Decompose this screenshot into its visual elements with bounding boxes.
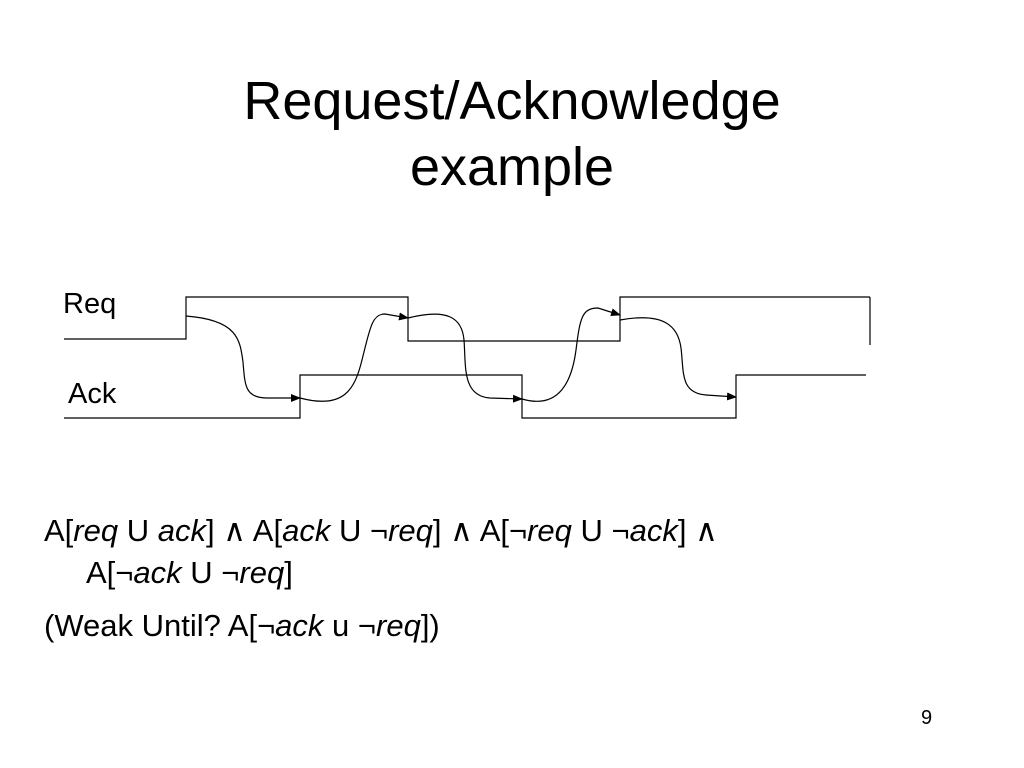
formula-variable: req xyxy=(388,513,433,548)
formula-text: U ¬ xyxy=(330,513,389,548)
formula-text: ]) xyxy=(420,608,440,643)
req-signal-label: Req xyxy=(63,288,116,320)
formula-line-2: A[¬ack U ¬req] xyxy=(44,552,974,594)
req-rise-to-ack-rise-arrow-2 xyxy=(619,317,737,401)
formula-text: U ¬ xyxy=(181,555,240,590)
ack-signal-label: Ack xyxy=(68,378,117,410)
formula-variable: req xyxy=(527,513,572,548)
title-line-2: example xyxy=(409,137,615,197)
formula-variable: req xyxy=(376,608,421,643)
page-number: 9 xyxy=(921,707,933,729)
formula-text: A[¬ xyxy=(86,555,134,590)
formula-variable: req xyxy=(239,555,285,590)
formula-text: ] ∧ A[¬ xyxy=(432,513,528,548)
formula-variable: ack xyxy=(133,555,182,590)
formula-text: U ¬ xyxy=(571,513,630,548)
formula-variable: ack xyxy=(629,513,678,548)
slide-title: Request/Acknowledge example xyxy=(0,68,1024,200)
formula-text: A[ xyxy=(44,513,74,548)
formula-text: u ¬ xyxy=(323,608,376,643)
formula-line-1: A[req U ack] ∧ A[ack U ¬req] ∧ A[¬req U … xyxy=(44,510,974,552)
formula-text: (Weak Until? A[¬ xyxy=(44,608,276,643)
req-rise-to-ack-rise-arrow xyxy=(185,315,301,402)
formula-variable: ack xyxy=(282,513,331,548)
formula-variable: ack xyxy=(157,513,206,548)
ack-fall-to-req-rise-arrow xyxy=(521,307,621,402)
formula-text: ] ∧ xyxy=(677,513,718,548)
formula-text: U xyxy=(118,513,158,548)
formula-weak-until-line: (Weak Until? A[¬ack u ¬req]) xyxy=(44,605,974,647)
ack-rise-to-req-fall-arrow xyxy=(299,312,409,402)
formula-text: ] xyxy=(284,555,293,590)
req-fall-to-ack-fall-arrow xyxy=(407,313,523,403)
ack-waveform xyxy=(64,374,866,419)
ctl-formula: A[req U ack] ∧ A[ack U ¬req] ∧ A[¬req U … xyxy=(44,510,974,647)
formula-variable: req xyxy=(73,513,119,548)
req-waveform xyxy=(64,296,870,342)
formula-variable: ack xyxy=(275,608,324,643)
formula-text: ] ∧ A[ xyxy=(205,513,283,548)
title-line-1: Request/Acknowledge xyxy=(243,71,781,131)
